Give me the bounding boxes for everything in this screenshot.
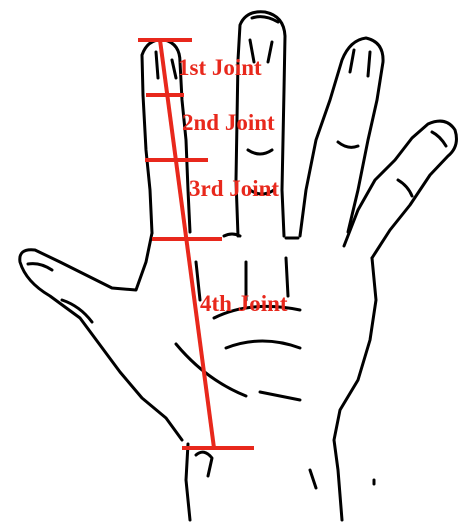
joint-axis-line	[160, 40, 214, 448]
joint-3-label: 3rd Joint	[189, 176, 279, 201]
joint-4-label: 4th Joint	[200, 291, 288, 316]
joint-1-label: 1st Joint	[178, 55, 262, 80]
joint-2-label: 2nd Joint	[182, 110, 275, 135]
